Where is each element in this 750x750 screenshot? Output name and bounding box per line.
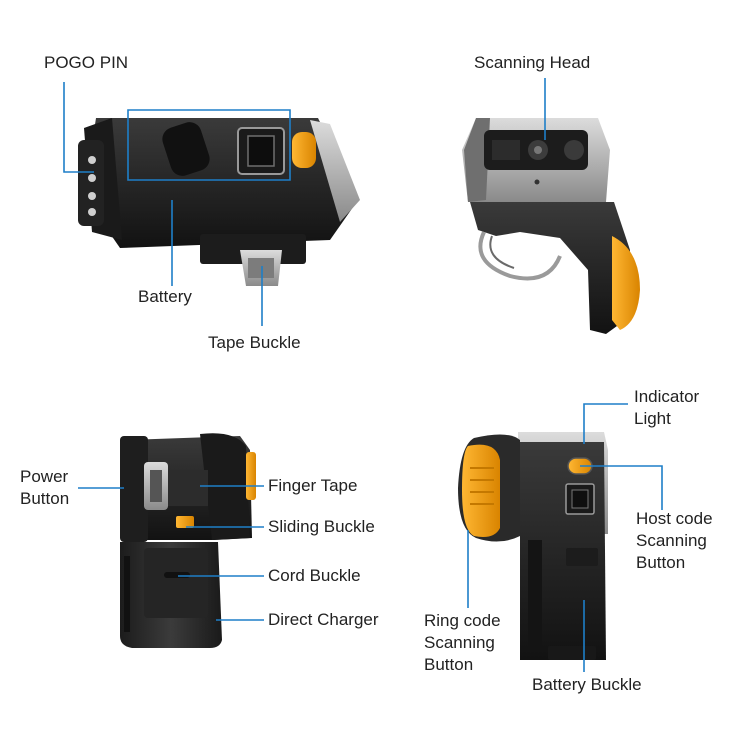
label-ring-code-button: Ring code Scanning Button <box>424 611 501 674</box>
device-side-view <box>458 432 608 660</box>
leader-battery-box <box>127 109 291 181</box>
label-finger-tape: Finger Tape <box>268 476 358 495</box>
device-back-view <box>120 433 256 648</box>
label-battery: Battery <box>138 287 192 306</box>
device-top-view <box>78 118 360 286</box>
label-power-button: Power Button <box>20 467 70 508</box>
label-tape-buckle: Tape Buckle <box>208 333 301 352</box>
leader-indicator-light <box>583 403 628 444</box>
label-indicator-light: Indicator Light <box>634 387 700 428</box>
leader-lines <box>63 78 663 672</box>
label-cord-buckle: Cord Buckle <box>268 566 361 585</box>
label-scanning-head: Scanning Head <box>474 53 591 72</box>
label-direct-charger: Direct Charger <box>268 610 379 629</box>
leader-pogo-pin <box>63 82 94 173</box>
label-pogo-pin: POGO PIN <box>44 53 129 72</box>
label-host-code-button: Host code Scanning Button <box>636 509 713 572</box>
leader-host-code <box>580 465 663 510</box>
label-battery-buckle: Battery Buckle <box>532 675 642 694</box>
label-sliding-buckle: Sliding Buckle <box>268 517 375 536</box>
device-front-view <box>462 118 640 334</box>
